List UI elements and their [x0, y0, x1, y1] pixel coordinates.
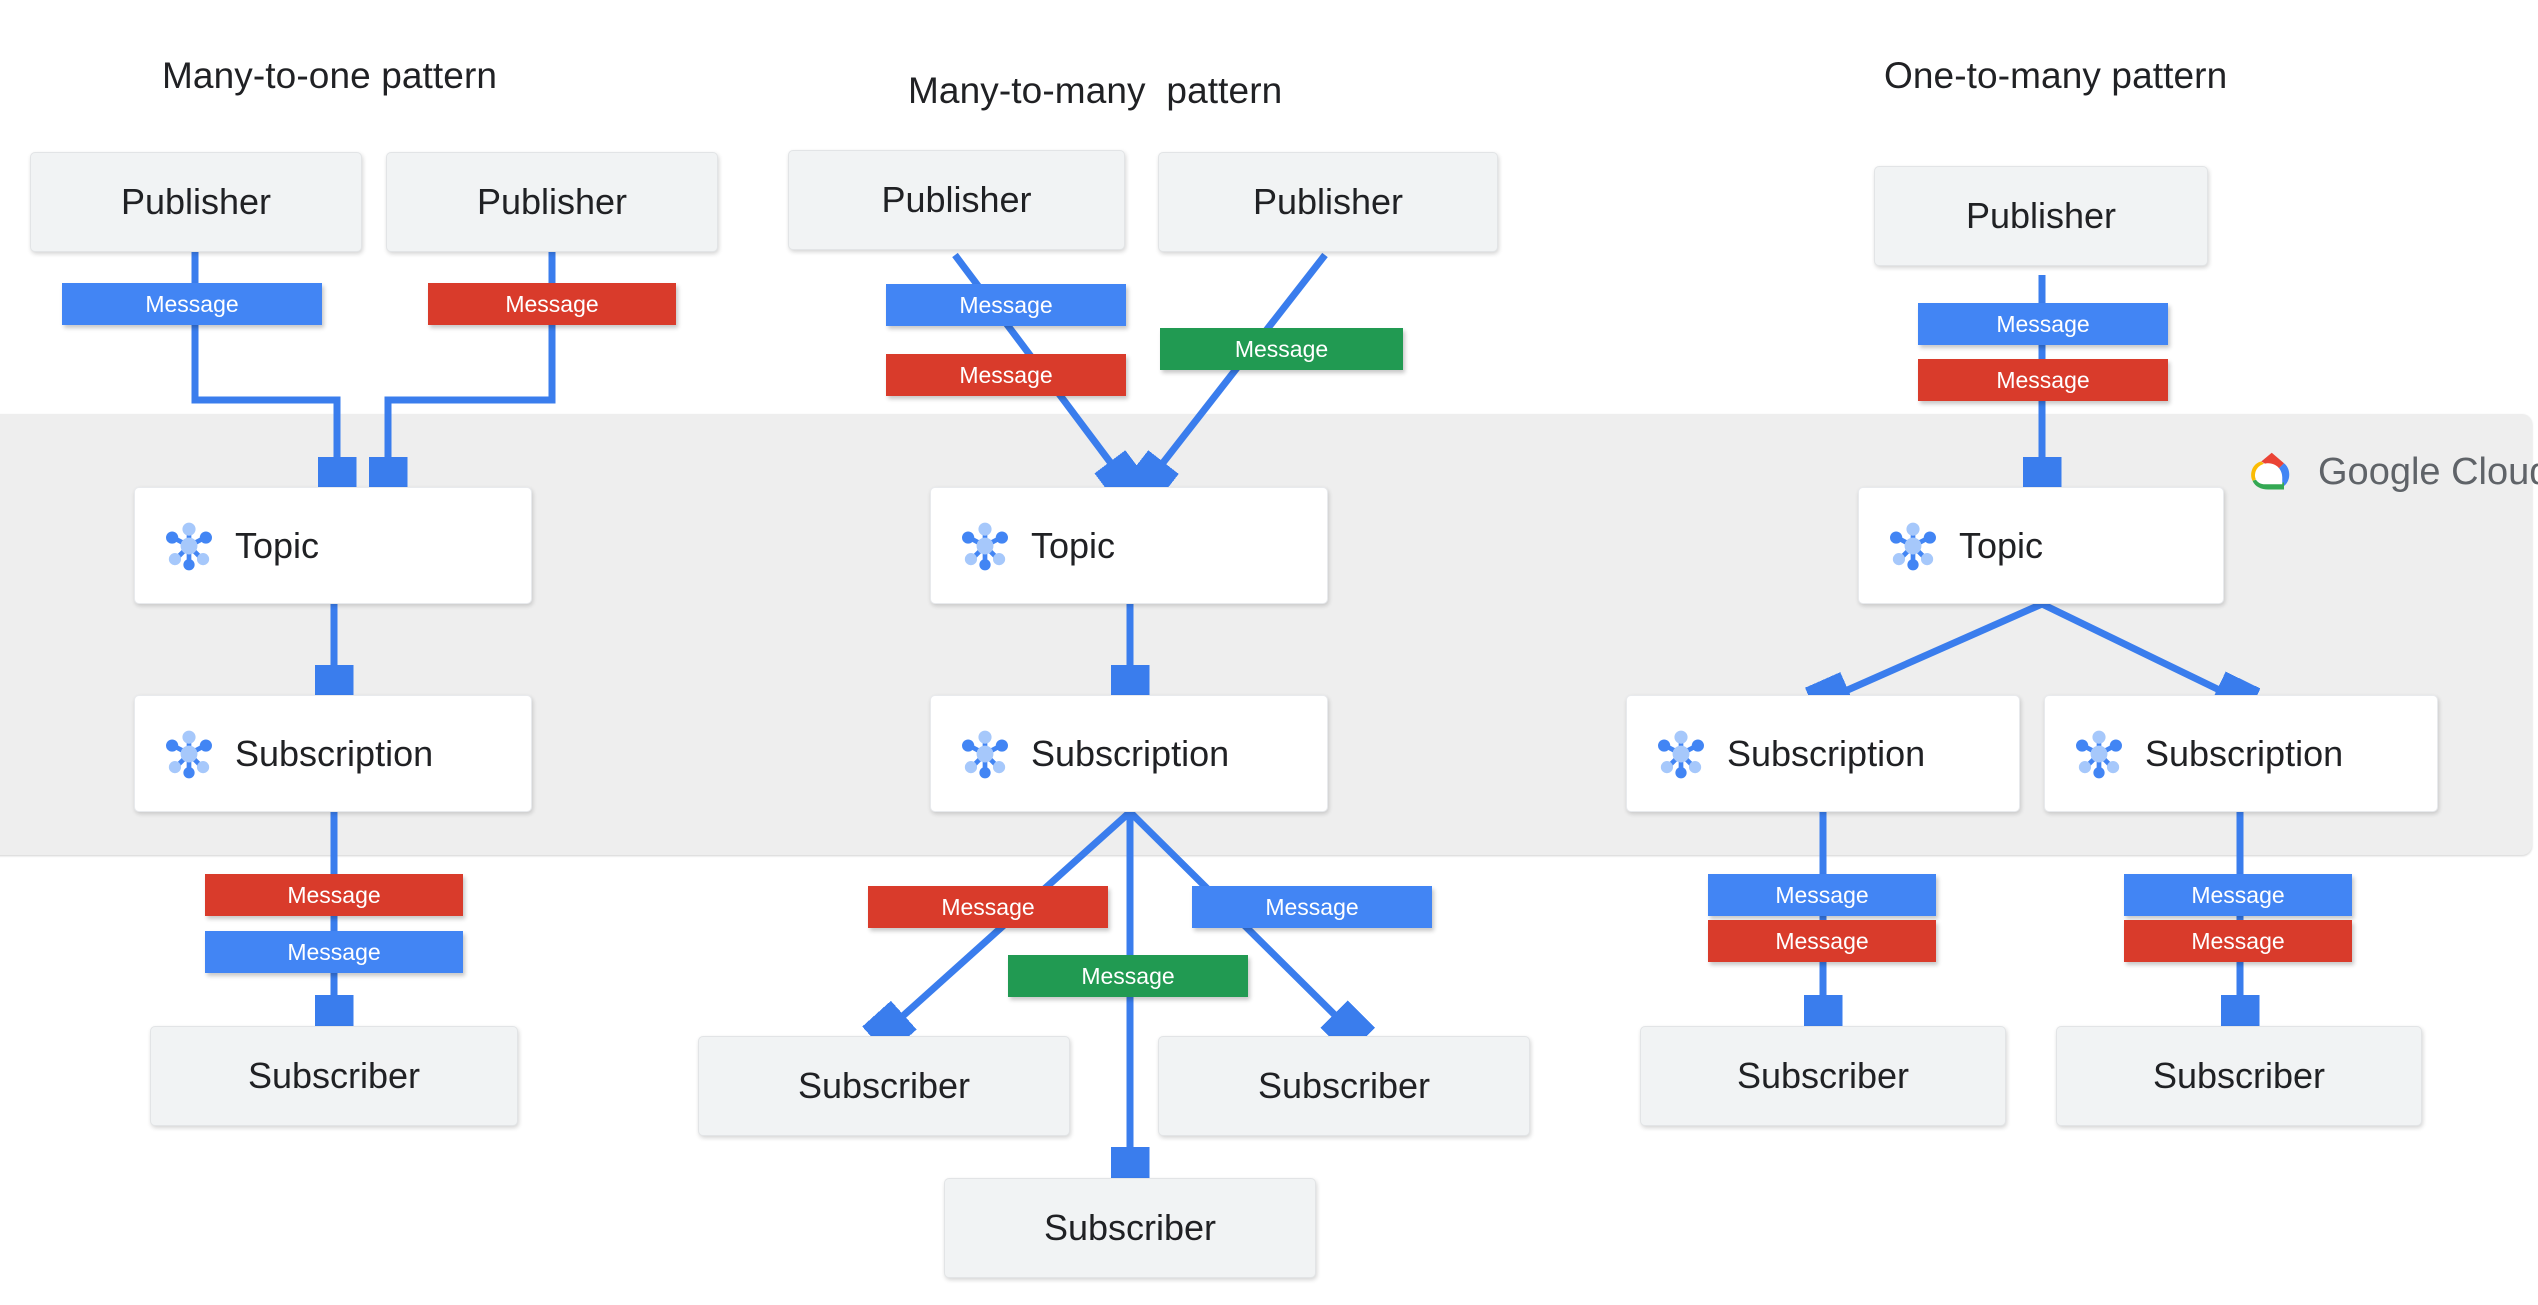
subscriber-label: Subscriber: [1257, 1065, 1431, 1106]
message-label: Message: [287, 881, 381, 908]
message-chip-c1-pub1: Message: [62, 283, 322, 325]
publisher-box-c3[interactable]: Publisher: [1874, 166, 2208, 266]
message-chip-c3-left-blue: Message: [1708, 874, 1936, 916]
topic-box-c2[interactable]: Topic: [930, 487, 1328, 604]
pubsub-topic-icon: [166, 522, 212, 570]
publisher-label: Publisher: [881, 179, 1032, 220]
publisher-box-c2-2[interactable]: Publisher: [1158, 152, 1498, 252]
subscription-box-c1[interactable]: Subscription: [134, 695, 532, 812]
message-chip-c1-deliver-1: Message: [205, 874, 463, 916]
column-title-many-to-many: Many-to-many pattern: [908, 70, 1283, 111]
publisher-label: Publisher: [120, 181, 272, 222]
pubsub-subscription-icon: [1658, 730, 1704, 778]
subscriber-box-c2-left[interactable]: Subscriber: [698, 1036, 1070, 1136]
message-chip-c2-pub2-green: Message: [1160, 328, 1403, 370]
subscription-box-c2[interactable]: Subscription: [930, 695, 1328, 812]
message-label: Message: [287, 938, 381, 965]
topic-box-c1[interactable]: Topic: [134, 487, 532, 604]
google-cloud-mark-icon: [2251, 452, 2290, 490]
subscription-label: Subscription: [2145, 732, 2344, 774]
message-label: Message: [941, 893, 1035, 920]
subscriber-box-c2-right[interactable]: Subscriber: [1158, 1036, 1530, 1136]
subscriber-box-c2-center[interactable]: Subscriber: [944, 1178, 1316, 1278]
message-chip-c2-deliver-green: Message: [1008, 955, 1248, 997]
publisher-box-c1-1[interactable]: Publisher: [30, 152, 362, 252]
google-cloud-logo: Google Cloud: [2242, 444, 2538, 500]
subscription-box-c3-right[interactable]: Subscription: [2044, 695, 2438, 812]
subscriber-box-c1[interactable]: Subscriber: [150, 1026, 518, 1126]
pubsub-topic-icon: [1890, 522, 1936, 570]
subscription-label: Subscription: [1031, 732, 1230, 774]
message-label: Message: [1234, 335, 1329, 362]
subscriber-label: Subscriber: [797, 1065, 971, 1106]
message-chip-c2-pub1-blue: Message: [886, 284, 1126, 326]
message-chip-c3-pub-red: Message: [1918, 359, 2168, 401]
subscriber-label: Subscriber: [1043, 1207, 1217, 1248]
subscriber-label: Subscriber: [247, 1055, 421, 1096]
pubsub-topic-icon: [962, 522, 1008, 570]
message-label: Message: [959, 361, 1053, 388]
message-label: Message: [1996, 366, 2090, 393]
publisher-label: Publisher: [1965, 195, 2117, 236]
pubsub-subscription-icon: [166, 730, 212, 778]
publisher-label: Publisher: [1252, 181, 1404, 222]
message-chip-c3-left-red: Message: [1708, 920, 1936, 962]
message-label: Message: [1265, 893, 1359, 920]
publisher-box-c1-2[interactable]: Publisher: [386, 152, 718, 252]
topic-label: Topic: [1031, 524, 1116, 566]
publisher-label: Publisher: [476, 181, 628, 222]
pubsub-subscription-icon: [2076, 730, 2122, 778]
subscriber-label: Subscriber: [2152, 1055, 2326, 1096]
message-label: Message: [1775, 927, 1869, 954]
google-cloud-label: Google Cloud: [2318, 450, 2538, 493]
topic-box-c3[interactable]: Topic: [1858, 487, 2224, 604]
message-label: Message: [2191, 927, 2285, 954]
subscription-label: Subscription: [235, 732, 434, 774]
subscriber-box-c3-right[interactable]: Subscriber: [2056, 1026, 2422, 1126]
topic-label: Topic: [235, 524, 320, 566]
message-label: Message: [1081, 962, 1175, 989]
message-chip-c1-pub2: Message: [428, 283, 676, 325]
message-label: Message: [145, 290, 239, 317]
message-label: Message: [959, 291, 1053, 318]
message-chip-c2-pub1-red: Message: [886, 354, 1126, 396]
message-label: Message: [1996, 310, 2090, 337]
message-chip-c2-deliver-red: Message: [868, 886, 1108, 928]
subscriber-box-c3-left[interactable]: Subscriber: [1640, 1026, 2006, 1126]
message-chip-c3-right-blue: Message: [2124, 874, 2352, 916]
topic-label: Topic: [1959, 524, 2044, 566]
subscription-box-c3-left[interactable]: Subscription: [1626, 695, 2020, 812]
message-label: Message: [2191, 881, 2285, 908]
column-title-one-to-many: One-to-many pattern: [1884, 55, 2228, 96]
message-chip-c3-pub-blue: Message: [1918, 303, 2168, 345]
message-chip-c3-right-red: Message: [2124, 920, 2352, 962]
subscriber-label: Subscriber: [1736, 1055, 1910, 1096]
column-title-many-to-one: Many-to-one pattern: [162, 55, 498, 96]
pubsub-subscription-icon: [962, 730, 1008, 778]
publisher-box-c2-1[interactable]: Publisher: [788, 150, 1125, 250]
message-chip-c2-deliver-blue: Message: [1192, 886, 1432, 928]
subscription-label: Subscription: [1727, 732, 1926, 774]
message-label: Message: [505, 290, 599, 317]
message-chip-c1-deliver-2: Message: [205, 931, 463, 973]
message-label: Message: [1775, 881, 1869, 908]
